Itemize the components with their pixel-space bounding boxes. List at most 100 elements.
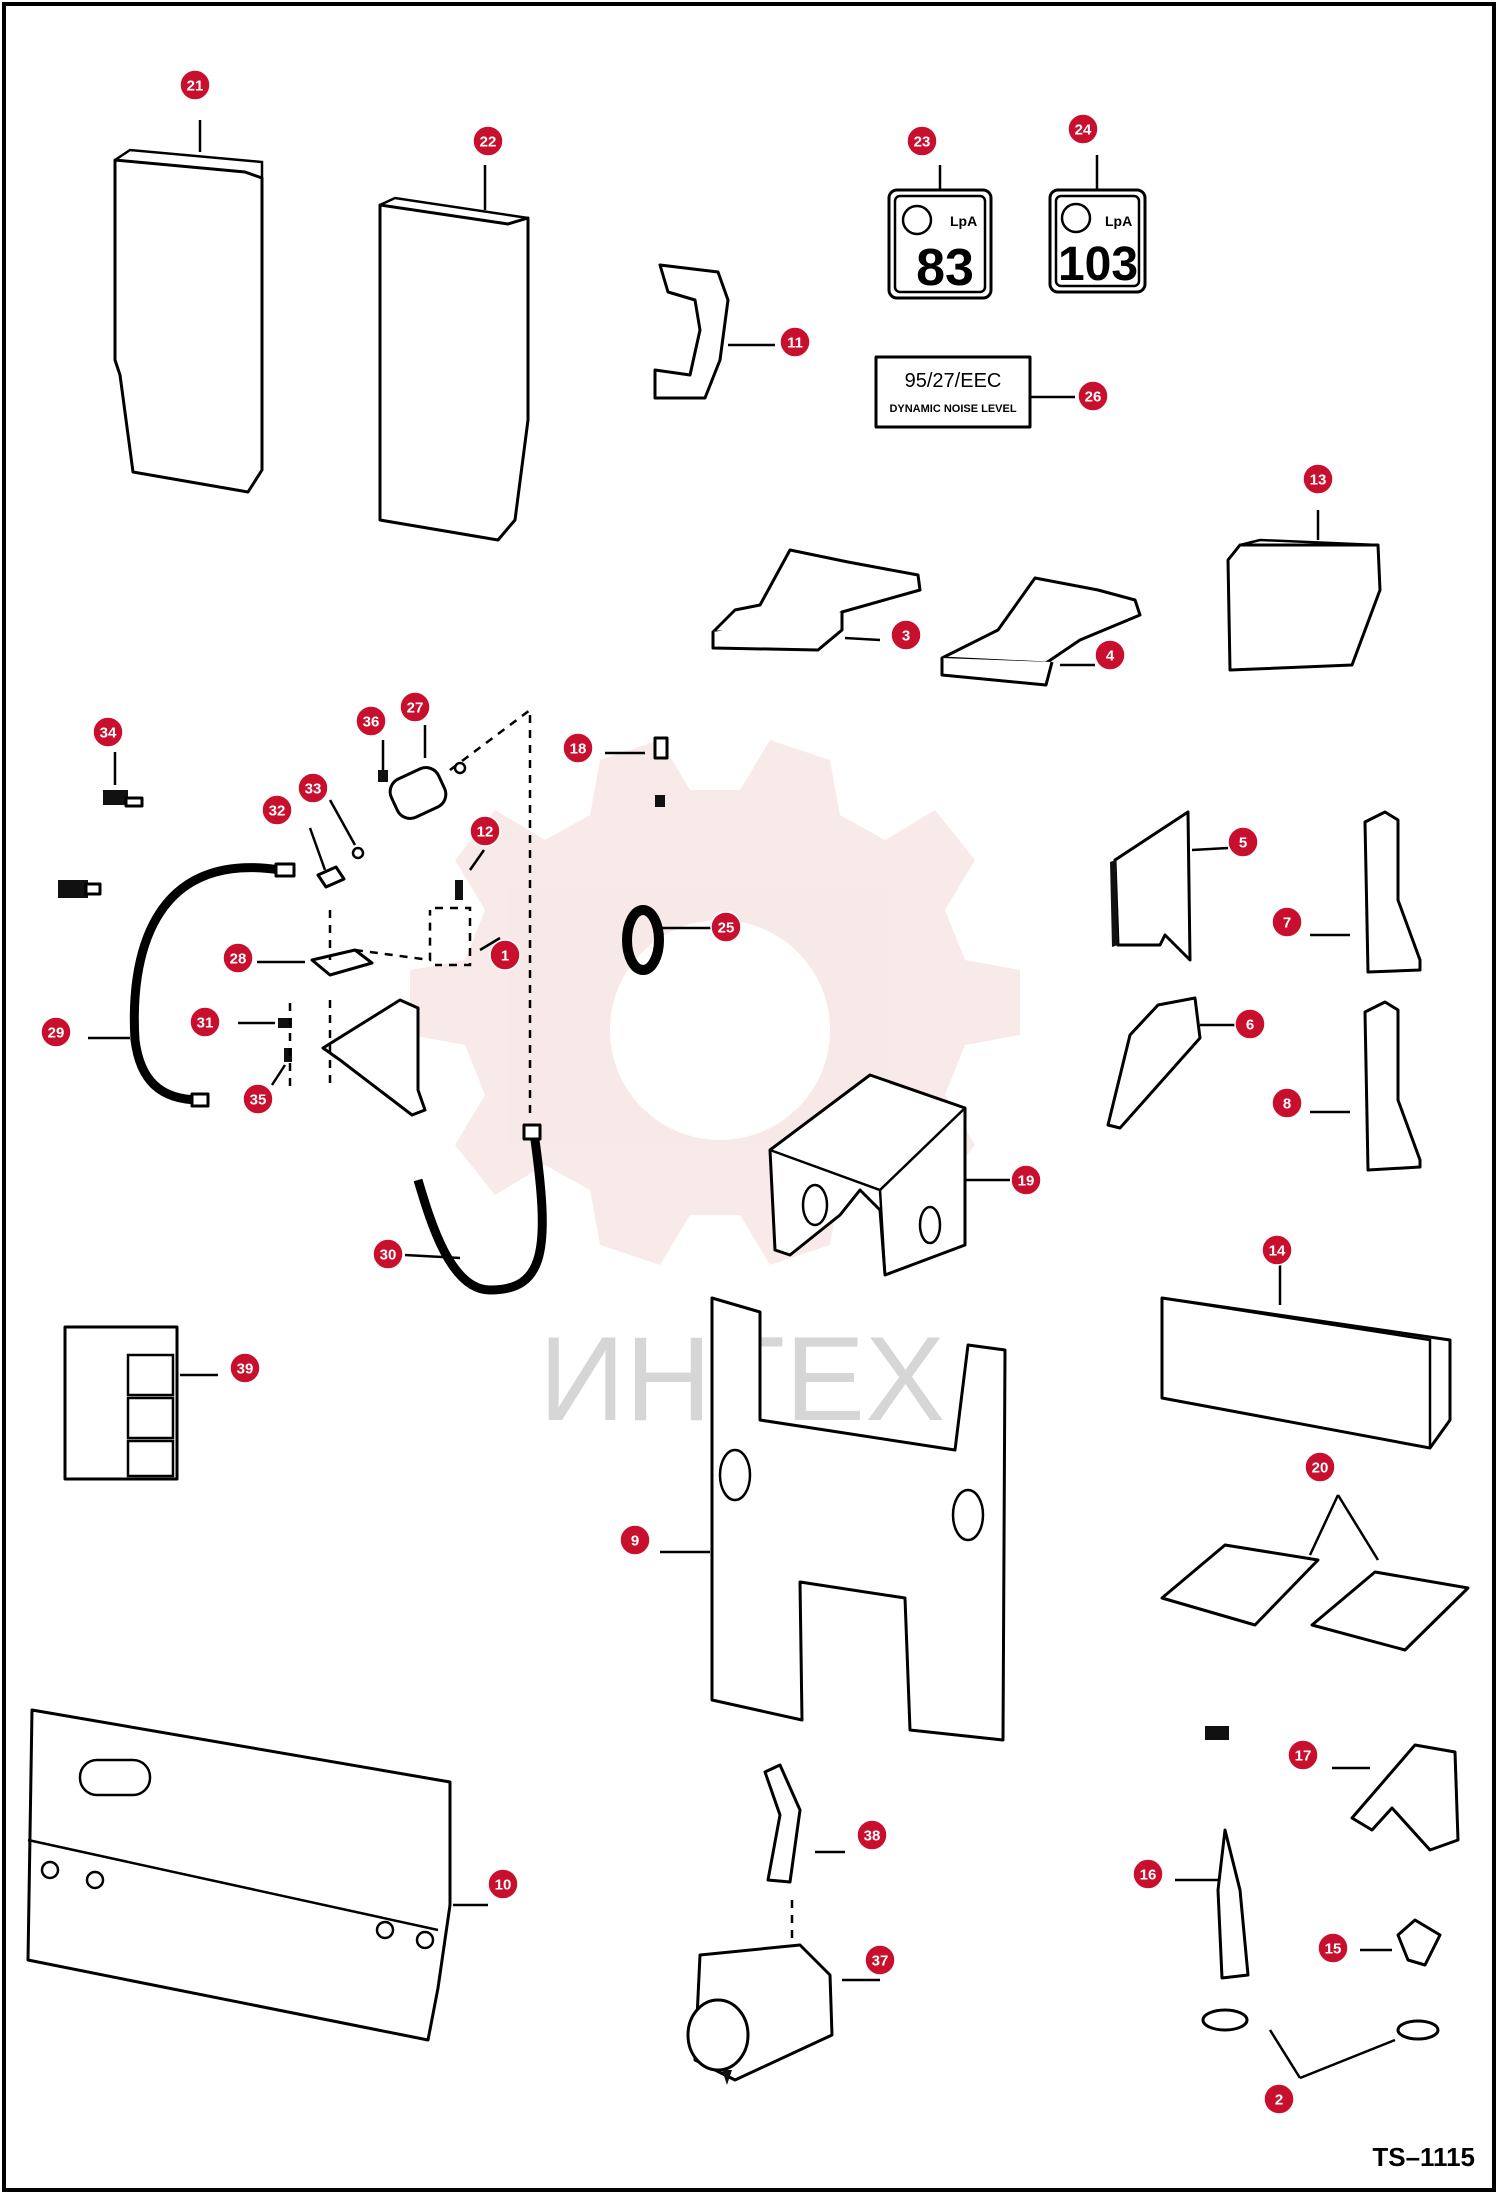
callout-badge-circle xyxy=(1271,1087,1303,1119)
part-13-pad xyxy=(1226,510,1382,672)
part-20-pads xyxy=(1160,1494,1470,1652)
callout-badge-24: 24 xyxy=(1067,113,1099,145)
callout-badge-3: 3 xyxy=(890,619,922,651)
callout-number: 38 xyxy=(864,1828,881,1845)
part-5-panel xyxy=(1110,810,1229,962)
part-29-hose xyxy=(88,862,296,1108)
callout-badge-circle xyxy=(1010,1164,1042,1196)
part-2-clamps xyxy=(1268,2029,1396,2080)
callout-badge-31: 31 xyxy=(189,1006,221,1038)
callout-number: 11 xyxy=(787,335,803,352)
callout-badge-8: 8 xyxy=(1271,1087,1303,1119)
callout-badge-23: 23 xyxy=(906,125,938,157)
callout-badge-circle xyxy=(1094,639,1126,671)
callout-number: 3 xyxy=(902,628,910,645)
callout-badge-1: 1 xyxy=(489,939,521,971)
part-11-bracket xyxy=(653,263,775,400)
callout-badge-16: 16 xyxy=(1132,1858,1164,1890)
callout-badge-33: 33 xyxy=(297,772,329,804)
callout-badge-circle xyxy=(906,125,938,157)
decal-23-value: 83 xyxy=(916,239,974,297)
part-21-seat-cushion xyxy=(113,120,264,494)
callout-badge-30: 30 xyxy=(372,1238,404,1270)
callout-number: 20 xyxy=(1312,1460,1329,1477)
part-27-filter-assembly xyxy=(388,707,532,1120)
decal-26-line2: DYNAMIC NOISE LEVEL xyxy=(889,403,1016,415)
callout-badge-circle xyxy=(864,1944,896,1976)
callout-badge-38: 38 xyxy=(856,1819,888,1851)
part-26-eec-decal: 95/27/EEC DYNAMIC NOISE LEVEL xyxy=(874,355,1075,429)
decal-26-line1: 95/27/EEC xyxy=(905,370,1002,392)
callout-badge-19: 19 xyxy=(1010,1164,1042,1196)
part-30-hose xyxy=(404,1123,547,1295)
part-4-pad xyxy=(940,576,1142,687)
callout-badge-circle xyxy=(179,69,211,101)
callout-number: 9 xyxy=(631,1533,639,1550)
callout-badge-10: 10 xyxy=(487,1868,519,1900)
callout-number: 8 xyxy=(1283,1096,1291,1113)
callout-badge-20: 20 xyxy=(1304,1451,1336,1483)
part-32-clamp xyxy=(308,827,346,889)
callout-badge-27: 27 xyxy=(399,691,431,723)
callout-badge-circle xyxy=(1132,1858,1164,1890)
part-37-muffler xyxy=(686,1943,880,2085)
callout-number: 5 xyxy=(1239,835,1247,852)
part-38-tube xyxy=(763,1763,845,1940)
part-18-screw xyxy=(605,736,669,807)
callout-badge-9: 9 xyxy=(619,1524,651,1556)
callout-badge-circle xyxy=(1263,2083,1295,2115)
callout-number: 23 xyxy=(914,134,931,151)
callout-number: 13 xyxy=(1310,472,1327,489)
callout-number: 39 xyxy=(237,1361,254,1378)
callout-number: 4 xyxy=(1106,648,1115,665)
part-19-cover xyxy=(768,1073,1010,1277)
part-6-panel xyxy=(1106,996,1238,1130)
callout-number: 32 xyxy=(269,803,286,820)
callout-badge-circle xyxy=(372,1238,404,1270)
callout-number: 16 xyxy=(1140,1867,1157,1884)
callout-badge-circle xyxy=(229,1352,261,1384)
callout-badge-17: 17 xyxy=(1287,1739,1319,1771)
callout-badge-circle xyxy=(562,732,594,764)
callout-number: 21 xyxy=(187,78,204,95)
part-35-screw xyxy=(270,1048,292,1086)
callout-number: 36 xyxy=(363,714,380,731)
part-10-plate xyxy=(26,1708,488,2042)
callout-badge-circle xyxy=(261,794,293,826)
callout-number: 34 xyxy=(100,725,117,742)
callout-badge-circle xyxy=(619,1524,651,1556)
callout-badge-18: 18 xyxy=(562,732,594,764)
callout-number: 18 xyxy=(570,741,587,758)
callout-badge-circle xyxy=(92,716,124,748)
callout-number: 12 xyxy=(477,824,494,841)
callout-badge-circle xyxy=(1271,906,1303,938)
callout-badge-circle xyxy=(1234,1008,1266,1040)
callout-badge-circle xyxy=(779,326,811,358)
callout-badge-circle xyxy=(489,939,521,971)
callout-number: 31 xyxy=(197,1015,214,1032)
callout-number: 10 xyxy=(495,1877,512,1894)
callout-badge-circle xyxy=(1227,826,1259,858)
callout-badge-26: 26 xyxy=(1077,380,1109,412)
callout-number: 19 xyxy=(1018,1173,1035,1190)
part-15-elbow xyxy=(1360,1918,1442,2041)
callout-badge-13: 13 xyxy=(1302,463,1334,495)
callout-badge-circle xyxy=(469,815,501,847)
callout-badge-15: 15 xyxy=(1317,1932,1349,1964)
callout-number: 30 xyxy=(380,1247,397,1264)
part-25-grommet xyxy=(622,905,712,975)
callout-badge-5: 5 xyxy=(1227,826,1259,858)
callout-badge-circle xyxy=(1317,1932,1349,1964)
callout-number: 7 xyxy=(1283,915,1291,932)
decal-24-value: 103 xyxy=(1058,238,1138,291)
callout-number: 28 xyxy=(230,951,247,968)
part-36-screw xyxy=(378,740,388,782)
part-16-pipe xyxy=(1175,1828,1250,2032)
callout-badge-circle xyxy=(40,1016,72,1048)
callout-badge-circle xyxy=(1261,1234,1293,1266)
callout-badge-circle xyxy=(1287,1739,1319,1771)
